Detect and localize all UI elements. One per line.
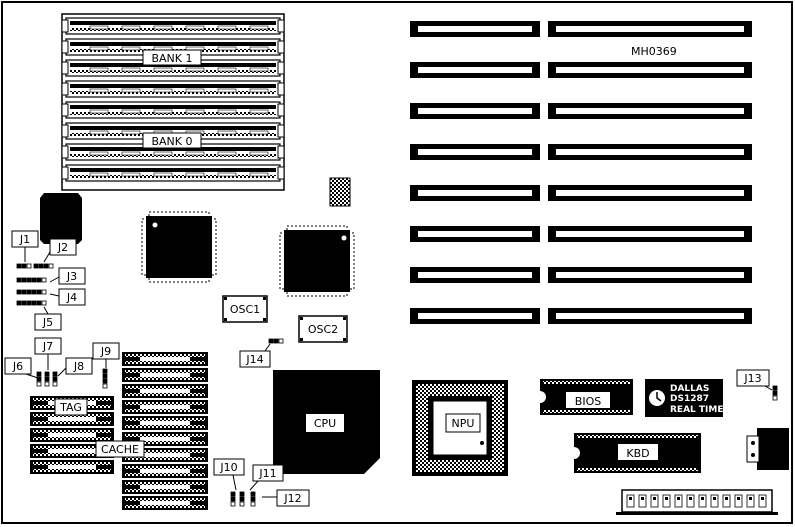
j7-block [44, 371, 50, 387]
npu-label: NPU [452, 417, 475, 430]
j4-label: J4 [66, 291, 77, 304]
chipset-plcc-2 [279, 225, 355, 297]
j14-label: J14 [245, 353, 263, 366]
simm-module [61, 80, 285, 98]
sram-chip [122, 384, 208, 398]
bank0-label: BANK 0 [151, 135, 192, 148]
power-connector [616, 489, 778, 515]
crystal-component [329, 177, 351, 207]
controller-ic [40, 193, 82, 244]
bios-chip: BIOS [540, 379, 633, 415]
sram-chip [122, 416, 208, 430]
figure-id-label: MH0369 [631, 45, 677, 58]
sram-chip [122, 352, 208, 366]
isa-slot [410, 267, 752, 283]
sram-chip [122, 464, 208, 478]
j13-block [772, 385, 778, 401]
cpu-chip: CPU [273, 370, 380, 474]
osc1: OSC1 [222, 295, 268, 323]
bank1-label: BANK 1 [151, 52, 192, 65]
rtc-line1: DALLAS [670, 384, 709, 394]
sram-chip [30, 444, 114, 458]
j14-block [268, 338, 284, 344]
cache-label-box [95, 440, 145, 458]
simm-module [61, 143, 285, 161]
kbd-label: KBD [626, 447, 649, 460]
simm-module [61, 101, 285, 119]
j11-label: J11 [258, 467, 276, 480]
j10-block [230, 491, 236, 507]
sram-chip [122, 496, 208, 510]
j1-label: J1 [19, 233, 30, 246]
j11-block [239, 491, 245, 507]
isa-slot [410, 185, 752, 201]
j13-label: J13 [743, 372, 761, 385]
rtc-line3: REAL TIME [670, 405, 724, 415]
bios-label: BIOS [575, 395, 601, 408]
sram-chip [30, 428, 114, 442]
j8-label: J8 [73, 360, 84, 373]
isa-slot [410, 21, 752, 37]
sram-chip [122, 368, 208, 382]
j1-block [16, 263, 32, 269]
simm-bank-area: BANK 1 BANK 0 [61, 13, 285, 191]
j3-label: J3 [66, 270, 77, 283]
rtc-line2: DS1287 [670, 394, 709, 404]
cache-sram-right [122, 352, 208, 510]
osc2-label: OSC2 [308, 323, 338, 336]
j12-block [250, 491, 256, 507]
cache-label: CACHE [101, 443, 139, 456]
kbd-chip: KBD [574, 433, 701, 473]
bank1-label-box [142, 49, 202, 66]
sram-chip [122, 480, 208, 494]
simm-module [61, 164, 285, 182]
sram-chip [30, 460, 114, 474]
j2-block [33, 263, 54, 269]
tag-label-box [54, 398, 88, 416]
chipset-plcc-1 [141, 211, 217, 283]
j12-label: J12 [283, 492, 301, 505]
j2-label: J2 [57, 241, 68, 254]
jumper-blocks [16, 263, 778, 507]
keyboard-connector [746, 428, 789, 470]
tag-label: TAG [59, 401, 82, 414]
j4-block [16, 289, 47, 295]
j5-label: J5 [42, 316, 53, 329]
sram-chip [122, 400, 208, 414]
isa-slot [410, 103, 752, 119]
npu-socket: NPU [412, 380, 508, 476]
jumper-labels: J1 J2 J3 J4 J5 J6 J7 J8 J9 J10 J11 [4, 230, 773, 507]
bank0-label-box [142, 132, 202, 149]
j8-block [52, 371, 58, 387]
isa-slot [410, 144, 752, 160]
j6-label: J6 [12, 360, 23, 373]
cpu-label: CPU [314, 417, 336, 430]
j9-label: J9 [100, 345, 111, 358]
simm-module [61, 17, 285, 35]
expansion-slots [410, 21, 752, 324]
isa-slot [410, 62, 752, 78]
j6-block [36, 371, 42, 387]
j5-block [16, 300, 47, 306]
j9-block [102, 368, 108, 389]
osc2: OSC2 [298, 315, 348, 343]
j7-label: J7 [42, 340, 53, 353]
rtc-chip: DALLAS DS1287 REAL TIME [645, 379, 724, 417]
isa-slot [410, 226, 752, 242]
j10-label: J10 [219, 461, 237, 474]
osc1-label: OSC1 [230, 303, 260, 316]
isa-slot [410, 308, 752, 324]
j3-block [16, 277, 47, 283]
